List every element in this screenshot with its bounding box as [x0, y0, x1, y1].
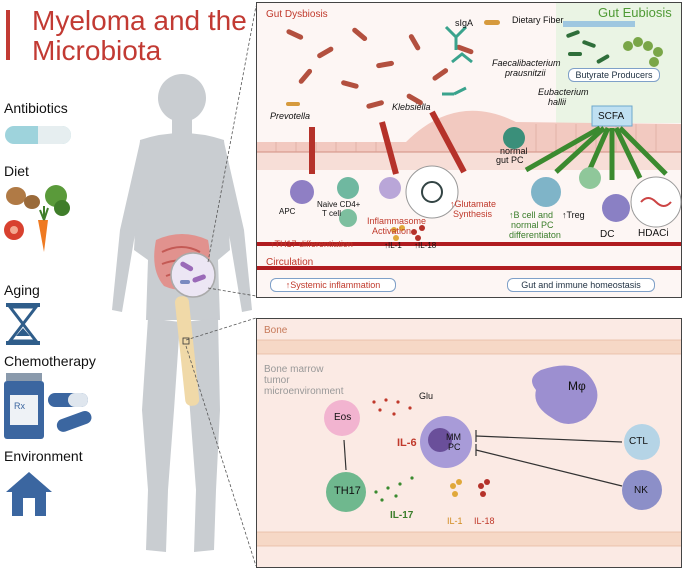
apc-label: APC [279, 207, 296, 216]
il18-gut-label: ↑IL-18 [414, 241, 437, 250]
figure-title: Myeloma and the Microbiota [32, 6, 247, 66]
hourglass-icon [6, 303, 40, 345]
title-line-1: Myeloma and the [32, 5, 247, 36]
systemic-inflammation-label: ↑Systemic inflammation [270, 278, 396, 292]
scfa-label: SCFA [598, 111, 625, 122]
ctl-label: CTL [629, 436, 648, 447]
eubacterium-label: Eubacterium [538, 87, 589, 97]
il1-bone-label: IL-1 [447, 516, 463, 526]
gut-eubiosis-label: Gut Eubiosis [598, 5, 672, 20]
gut-panel [256, 2, 682, 298]
bcell-line-3: differentiaton [509, 230, 561, 240]
mm-line-1: MM [446, 432, 461, 442]
bcell-line-1: ↑B cell and [509, 210, 554, 220]
butyrate-producers-label: Butyrate Producers [568, 68, 660, 82]
inflammasome-line-1: Inflammasome [367, 216, 427, 226]
factor-chemotherapy: Chemotherapy [4, 353, 96, 369]
title-line-2: Microbiota [32, 35, 162, 66]
homeostasis-label: Gut and immune homeostasis [507, 278, 655, 292]
circulation-label: Circulation [266, 257, 314, 268]
factor-antibiotics: Antibiotics [4, 100, 68, 116]
siga-label: sIgA [455, 18, 474, 28]
bone-label: Bone [264, 325, 288, 336]
naive-cd4-line-2: T cell [322, 209, 341, 218]
svg-text:Rx: Rx [14, 401, 25, 411]
normal-gut-pc-line-2: gut PC [496, 155, 524, 165]
human-body-icon [112, 74, 252, 552]
il18-bone-label: IL-18 [474, 516, 495, 526]
factor-aging: Aging [4, 282, 40, 298]
bmtm-line-1: Bone marrow [264, 364, 324, 375]
vegetables-icon [4, 185, 70, 252]
bmtm-line-3: microenvironment [264, 386, 344, 397]
hallii-label: hallii [548, 97, 567, 107]
bmtm-line-2: tumor [264, 375, 290, 386]
nk-label: NK [634, 485, 648, 496]
gut-dysbiosis-label: Gut Dysbiosis [266, 9, 328, 20]
glutamate-line-1: ↑Glutamate [450, 199, 497, 209]
il17-label: IL-17 [390, 510, 414, 521]
hdaci-label: HDACi [638, 228, 669, 239]
dietary-fiber-label: Dietary Fiber [512, 15, 564, 25]
normal-gut-pc-line-1: normal [500, 146, 528, 156]
prevotella-label: Prevotella [270, 111, 311, 121]
glutamate-line-2: Synthesis [453, 209, 493, 219]
dc-label: DC [600, 229, 615, 240]
prausnitzii-label: prausnitzii [505, 68, 546, 78]
mphi-label: Mφ [568, 379, 586, 393]
bcell-line-2: normal PC [511, 220, 554, 230]
th17-differentiation-label: ↑TH17 differentiation [270, 239, 353, 249]
il1-gut-label: ↑IL-1 [384, 241, 402, 250]
bone-panel [256, 318, 682, 568]
naive-cd4-line-1: Naive CD4+ [317, 200, 361, 209]
house-icon [6, 472, 52, 516]
glu-label: Glu [419, 391, 434, 401]
title-accent-bar [6, 10, 10, 60]
mm-line-2: PC [448, 442, 461, 452]
eos-label: Eos [334, 412, 352, 423]
pill-icon [5, 126, 71, 144]
factor-diet: Diet [4, 163, 29, 179]
pill-bottle-icon: Rx [4, 373, 92, 439]
klebsiella-label: Klebsiella [392, 102, 431, 112]
factor-environment: Environment [4, 448, 83, 464]
faecalibacterium-label: Faecalibacterium [492, 58, 561, 68]
treg-label: ↑Treg [562, 210, 585, 220]
th17-bone-label: TH17 [334, 485, 361, 497]
inflammasome-line-2: Activation [372, 226, 412, 236]
il6-label: IL-6 [397, 437, 417, 449]
bacteria-magnifier [170, 252, 216, 298]
